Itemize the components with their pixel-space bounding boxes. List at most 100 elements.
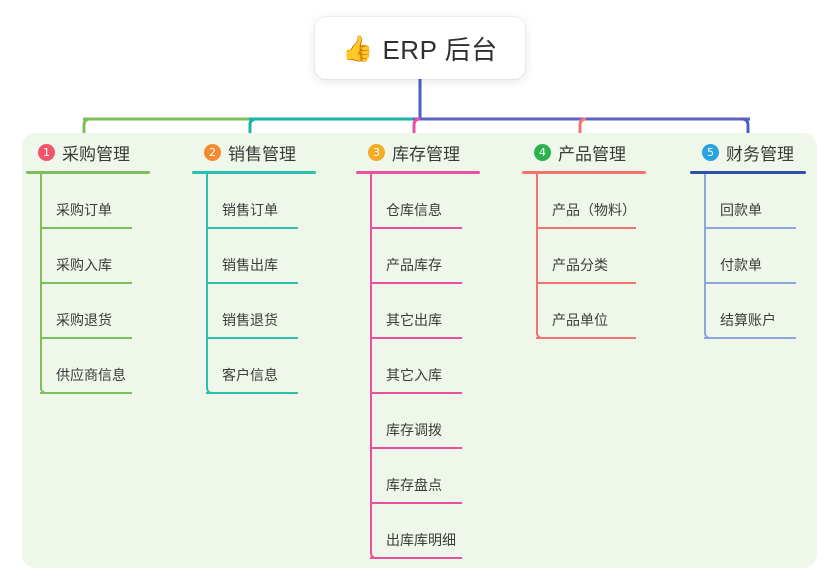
branch-item-underline xyxy=(40,392,132,394)
branch-item-underline xyxy=(536,337,636,339)
branch-item[interactable]: 库存盘点 xyxy=(352,449,480,504)
branch-item-underline xyxy=(370,282,462,284)
branch-item-underline xyxy=(704,227,796,229)
branch-item[interactable]: 客户信息 xyxy=(188,339,316,394)
branch-item-label: 销售订单 xyxy=(222,202,278,218)
branch-item-connector xyxy=(40,229,42,284)
branch-item-label: 供应商信息 xyxy=(56,367,126,383)
branch-item-label: 采购退货 xyxy=(56,312,112,328)
branch-item-connector xyxy=(206,229,208,284)
branch-item-connector xyxy=(206,339,216,394)
branch-title: 产品管理 xyxy=(558,144,626,164)
branch-header-underline xyxy=(26,171,150,174)
root-node-content: 👍 ERP 后台 xyxy=(342,30,497,67)
branch-item-label: 产品库存 xyxy=(386,257,442,273)
branch-item-connector xyxy=(370,394,372,449)
branch-header-underline xyxy=(356,171,480,174)
branch-item-label: 采购入库 xyxy=(56,257,112,273)
branch-item-underline xyxy=(536,227,636,229)
branch-item-label: 销售退货 xyxy=(222,312,278,328)
branch-item[interactable]: 出库库明细 xyxy=(352,504,480,559)
branch-items: 销售订单销售出库销售退货客户信息 xyxy=(188,174,316,394)
branch-item-connector xyxy=(704,229,706,284)
branch-item-connector xyxy=(704,284,714,339)
branch-item[interactable]: 销售退货 xyxy=(188,284,316,339)
branch-item-label: 付款单 xyxy=(720,257,762,273)
branch-header-5[interactable]: 5 财务管理 xyxy=(686,133,806,171)
branch-item-connector xyxy=(40,174,42,229)
branch-item[interactable]: 采购退货 xyxy=(22,284,150,339)
branch-item-connector xyxy=(40,284,42,339)
branch-item[interactable]: 结算账户 xyxy=(686,284,806,339)
branch-item[interactable]: 产品（物料） xyxy=(518,174,646,229)
branch-item-underline xyxy=(206,282,298,284)
branch-item-underline xyxy=(370,392,462,394)
branch-item-underline xyxy=(536,282,636,284)
branch-item-underline xyxy=(704,282,796,284)
branch-item-label: 结算账户 xyxy=(720,312,776,328)
branch-column-2: 2 销售管理销售订单销售出库销售退货客户信息 xyxy=(188,133,316,394)
branch-item-connector xyxy=(704,174,706,229)
branch-item-underline xyxy=(370,447,462,449)
branch-item-label: 出库库明细 xyxy=(386,532,456,548)
branch-item-underline xyxy=(206,392,298,394)
branch-item[interactable]: 销售订单 xyxy=(188,174,316,229)
branch-item[interactable]: 仓库信息 xyxy=(352,174,480,229)
branch-item[interactable]: 采购订单 xyxy=(22,174,150,229)
branch-item[interactable]: 回款单 xyxy=(686,174,806,229)
branch-item-underline xyxy=(370,337,462,339)
branch-item-label: 产品分类 xyxy=(552,257,608,273)
branch-item-label: 其它入库 xyxy=(386,367,442,383)
branch-item-connector xyxy=(370,504,380,559)
branch-item-label: 产品单位 xyxy=(552,312,608,328)
branch-item-underline xyxy=(206,227,298,229)
branch-item-underline xyxy=(370,227,462,229)
branch-item[interactable]: 供应商信息 xyxy=(22,339,150,394)
branch-title: 销售管理 xyxy=(228,144,296,164)
branch-item-connector xyxy=(206,284,208,339)
branch-number-badge: 2 xyxy=(204,143,221,161)
branch-number-badge: 5 xyxy=(702,143,719,161)
branch-items: 回款单付款单结算账户 xyxy=(686,174,806,339)
branch-item-label: 库存调拨 xyxy=(386,422,442,438)
branch-item-connector xyxy=(370,174,372,229)
root-title: ERP 后台 xyxy=(382,34,498,65)
branch-item-connector xyxy=(536,284,546,339)
branch-item-underline xyxy=(704,337,796,339)
branch-item[interactable]: 库存调拨 xyxy=(352,394,480,449)
branch-title: 采购管理 xyxy=(62,144,130,164)
branch-item-connector xyxy=(370,284,372,339)
thumbs-up-icon: 👍 xyxy=(342,33,374,63)
branch-item-connector xyxy=(370,339,372,394)
branch-title: 库存管理 xyxy=(392,144,460,164)
branch-title: 财务管理 xyxy=(726,144,794,164)
branch-item-label: 其它出库 xyxy=(386,312,442,328)
branch-item[interactable]: 产品分类 xyxy=(518,229,646,284)
branch-item[interactable]: 销售出库 xyxy=(188,229,316,284)
branch-header-underline xyxy=(690,171,806,174)
branch-item-underline xyxy=(206,337,298,339)
branch-item[interactable]: 付款单 xyxy=(686,229,806,284)
branch-item-connector xyxy=(536,229,538,284)
branch-item-label: 客户信息 xyxy=(222,367,278,383)
branch-item[interactable]: 其它出库 xyxy=(352,284,480,339)
root-node[interactable]: 👍 ERP 后台 xyxy=(315,17,525,79)
branch-item-connector xyxy=(206,174,208,229)
branch-header-underline xyxy=(522,171,646,174)
branch-item-underline xyxy=(370,557,462,559)
branch-item-label: 库存盘点 xyxy=(386,477,442,493)
branch-item-connector xyxy=(370,229,372,284)
branch-item[interactable]: 采购入库 xyxy=(22,229,150,284)
branch-header-2[interactable]: 2 销售管理 xyxy=(188,133,316,171)
branch-item[interactable]: 产品库存 xyxy=(352,229,480,284)
branch-item-label: 回款单 xyxy=(720,202,762,218)
branch-item[interactable]: 产品单位 xyxy=(518,284,646,339)
branch-item[interactable]: 其它入库 xyxy=(352,339,480,394)
branch-header-underline xyxy=(192,171,316,174)
